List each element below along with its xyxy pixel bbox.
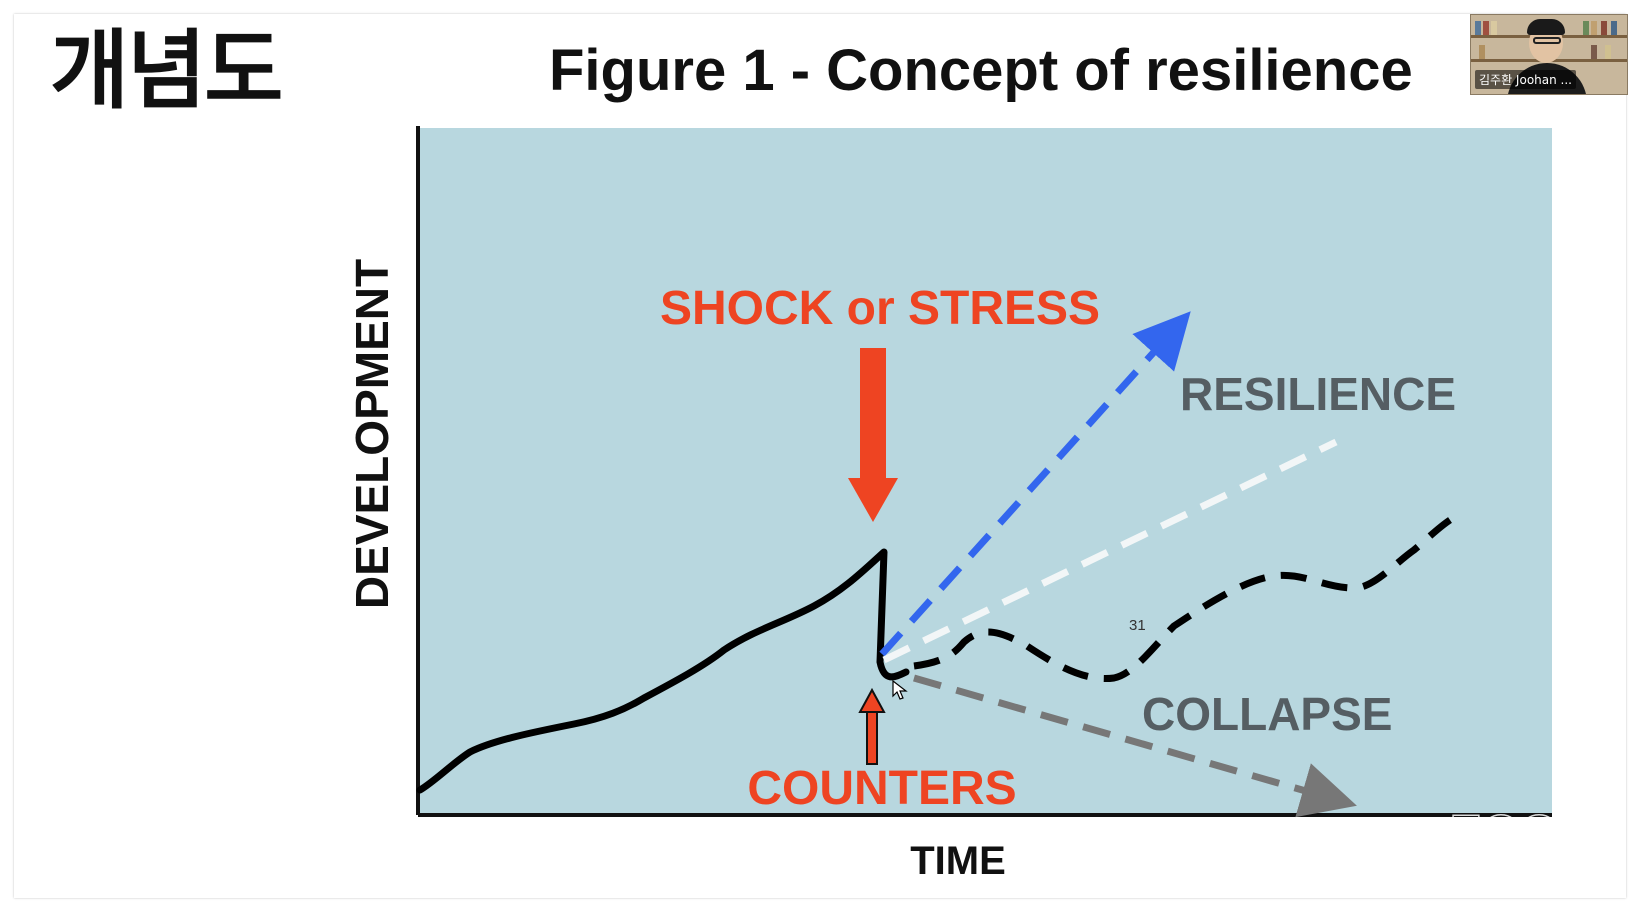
y-axis-label: DEVELOPMENT (346, 259, 398, 609)
x-axis-label: TIME (910, 839, 1006, 883)
counters-arrow-shaft (866, 709, 878, 765)
shock-arrow-shaft (860, 348, 886, 478)
zoom-watermark: zoom (1449, 795, 1616, 858)
presentation-slide: 개념도 Figure 1 - Concept of resilience DEV… (14, 14, 1626, 898)
development-curve (416, 548, 910, 794)
counters-arrow-head (858, 687, 886, 713)
recovery-path-black (913, 517, 1452, 683)
resilience-path-white (882, 438, 1338, 664)
page-number: 31 (1129, 617, 1146, 634)
participant-video-tile[interactable]: 김주환 Joohan ... (1470, 14, 1628, 95)
counters-label: COUNTERS (747, 762, 1016, 815)
collapse-label: COLLAPSE (1142, 688, 1392, 740)
collapse-path (913, 674, 1357, 818)
resilience-path-blue (879, 311, 1191, 657)
slide-title: 개념도 (50, 21, 283, 121)
figure-title: Figure 1 - Concept of resilience (549, 38, 1413, 103)
mouse-cursor-icon (892, 680, 908, 700)
diagram-panel (418, 128, 1552, 814)
shock-label: SHOCK or STRESS (660, 282, 1100, 335)
resilience-concept-diagram: DEVELOPMENT TIME SHOCK or STRESS COUNTER… (346, 126, 1552, 883)
resilience-label: RESILIENCE (1180, 368, 1456, 420)
shock-arrow-head (848, 478, 898, 522)
participant-name: 김주환 Joohan ... (1475, 70, 1576, 89)
